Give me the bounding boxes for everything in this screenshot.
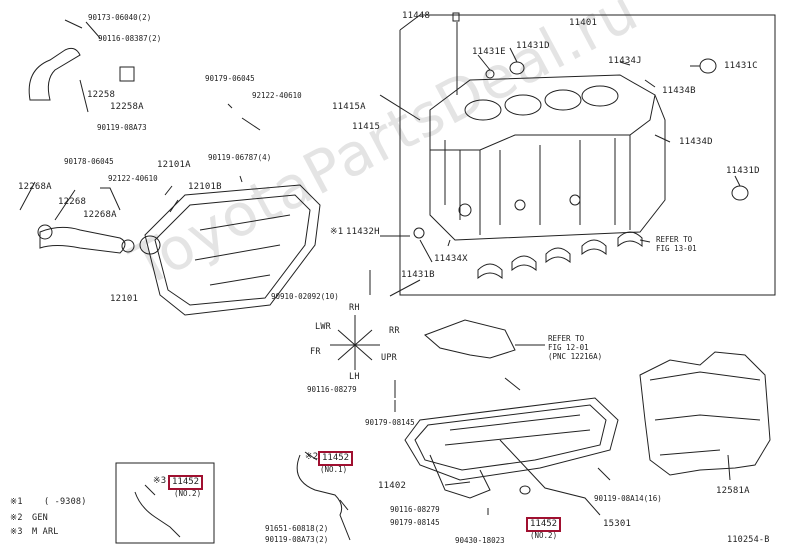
label-11431D-top: 11431D (516, 41, 550, 51)
label-90119-08473: 90119-08A73 (97, 123, 147, 132)
legend-2-mark: ※2 (10, 513, 23, 523)
legend-1-mark: ※1 (10, 497, 23, 507)
label-11452-bottom-sub: (NO.2) (530, 531, 558, 540)
label-11415A: 11415A (332, 102, 366, 112)
label-12258: 12258 (87, 90, 116, 100)
label-12268A-top: 12268A (18, 182, 52, 192)
stiffener-plate (639, 351, 771, 481)
label-90179-08145-a: 90179-08145 (365, 418, 415, 427)
dir-rh: RH (349, 303, 360, 313)
label-11452-mid-sub: (NO.1) (320, 465, 348, 474)
label-90179-06045: 90179-06045 (205, 74, 255, 83)
label-90116-08387: 90116-08387(2) (98, 34, 162, 43)
highlight-11452-bottom[interactable]: 11452 (526, 517, 562, 532)
label-90119-08A14: 90119-08A14(16) (594, 494, 662, 503)
label-11402: 11402 (378, 481, 407, 491)
label-12581A: 12581A (716, 486, 750, 496)
label-refer-12: REFER TO (548, 334, 585, 343)
label-12101B: 12101B (188, 182, 222, 192)
block-frame (399, 14, 776, 296)
inset-box (115, 462, 215, 544)
label-92122-40610b: 92122-40610 (108, 174, 158, 183)
label-11434J: 11434J (608, 56, 642, 66)
label-refer-12c: (PNC 12216A) (548, 352, 603, 361)
label-11434B: 11434B (662, 86, 696, 96)
label-11431B: 11431B (401, 270, 435, 280)
label-12258A: 12258A (110, 102, 144, 112)
dir-rr: RR (389, 326, 400, 336)
label-11432H: 11432H (346, 227, 380, 237)
oil-pan-upper (139, 184, 321, 316)
legend-3-mark: ※3 (10, 527, 23, 537)
label-11431C: 11431C (724, 61, 758, 71)
highlight-11452-mid[interactable]: 11452 (318, 451, 354, 466)
label-90178-06045: 90178-06045 (64, 157, 114, 166)
direction-compass (330, 315, 380, 370)
label-refer-12b: FIG 12-01 (548, 343, 589, 352)
baffle-plate (424, 319, 516, 359)
label-90116-08279-b: 90116-08279 (390, 505, 440, 514)
label-11452-left-mark: ※3 (153, 476, 167, 486)
bearing-shells (477, 231, 643, 280)
dir-fr: FR (310, 347, 321, 357)
label-11434D: 11434D (679, 137, 713, 147)
label-11415: 11415 (352, 122, 381, 132)
label-11434X: 11434X (434, 254, 468, 264)
label-90116-08279-a: 90116-08279 (307, 385, 357, 394)
label-90179-08145-b: 90179-08145 (390, 518, 440, 527)
label-90119-06787: 90119-06787(4) (208, 153, 272, 162)
dir-lh: LH (349, 372, 360, 382)
label-92122-40610: 92122-40610 (252, 91, 302, 100)
dir-lwr: LWR (315, 322, 331, 332)
label-12101A: 12101A (157, 160, 191, 170)
highlight-11452-left[interactable]: 11452 (168, 475, 204, 490)
dir-upr: UPR (381, 353, 397, 363)
label-12268: 12268 (58, 197, 87, 207)
label-91651-60818: 91651-60818(2) (265, 524, 329, 533)
cylinder-block (429, 74, 666, 241)
label-11432H-mark: ※1 (330, 227, 344, 237)
legend-1-text: ( -9308) (44, 497, 87, 507)
label-15301: 15301 (603, 519, 632, 529)
label-90173-06040: 90173-06040(2) (88, 13, 152, 22)
legend-2-text: GEN (32, 513, 48, 523)
label-90910-02092: 90910-02092(10) (271, 292, 339, 301)
label-12101: 12101 (110, 294, 139, 304)
label-12268A-mid: 12268A (83, 210, 117, 220)
label-90430-18023: 90430-18023 (455, 536, 505, 545)
label-11431E: 11431E (472, 47, 506, 57)
label-refer-13: REFER TO (656, 235, 693, 244)
label-11452-left-sub: (NO.2) (174, 489, 202, 498)
legend-3-text: M ARL (32, 527, 59, 537)
label-11448: 11448 (402, 11, 431, 21)
label-11431D-right: 11431D (726, 166, 760, 176)
label-refer-13b: FIG 13-01 (656, 244, 697, 253)
diagram-id: 110254-B (727, 535, 770, 545)
label-90119-08473b: 90119-08A73(2) (265, 535, 329, 544)
label-11401: 11401 (569, 18, 598, 28)
oil-pan-lower (404, 397, 619, 499)
label-11452-mid-mark: ※2 (305, 452, 319, 462)
